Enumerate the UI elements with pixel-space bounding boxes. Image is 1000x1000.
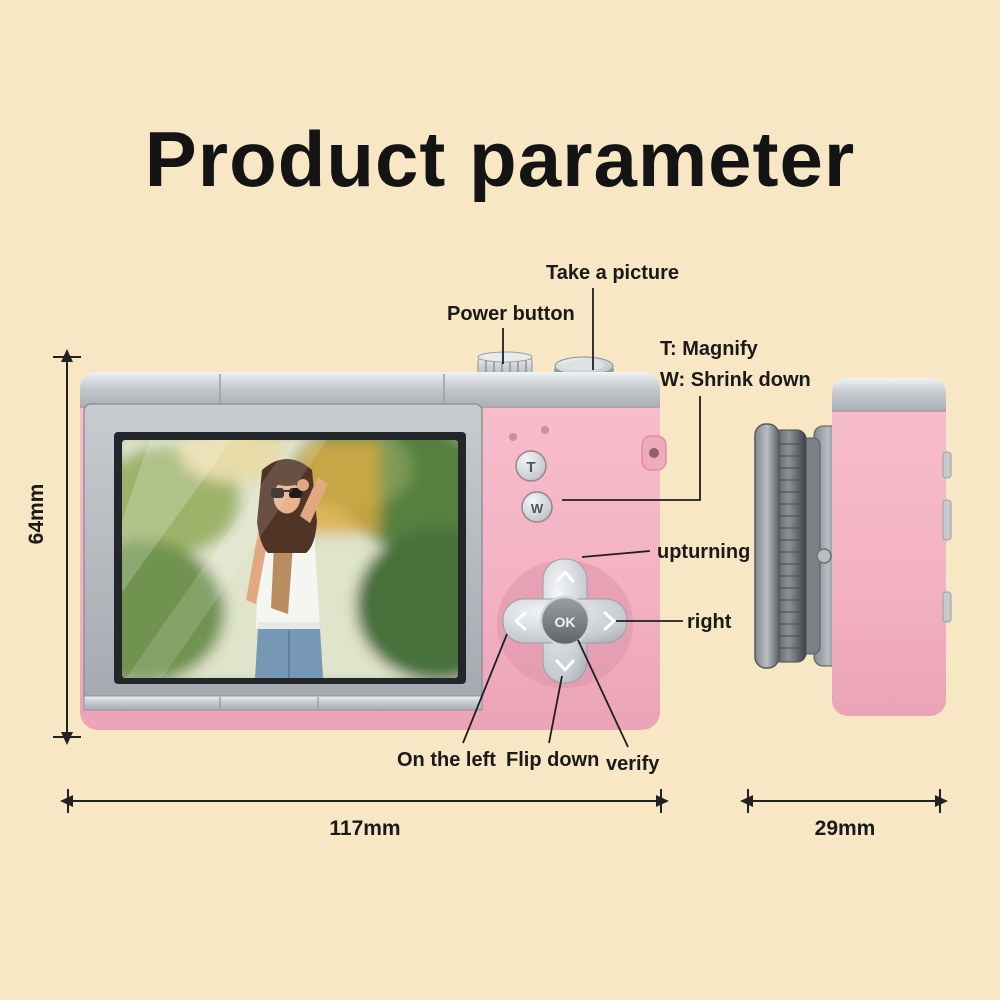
camera-side-view xyxy=(754,378,952,716)
line-zoom xyxy=(562,396,701,501)
side-body xyxy=(832,378,946,716)
dimension-height-label: 64mm xyxy=(25,483,48,545)
line-left xyxy=(462,633,508,744)
annotation-right: right xyxy=(687,611,732,633)
flip-screen xyxy=(83,403,483,711)
tele-button xyxy=(515,450,547,482)
ok-button xyxy=(539,595,591,647)
wide-button xyxy=(521,491,553,523)
top-plate xyxy=(80,372,660,408)
lcd-screen xyxy=(122,440,458,678)
wide-button-label: W xyxy=(531,501,544,516)
photo-person xyxy=(246,459,328,678)
left-arrow-icon xyxy=(514,611,527,631)
ok-button-label: OK xyxy=(555,614,576,630)
dimension-width-label: 117mm xyxy=(329,817,401,840)
mic-hole xyxy=(541,426,549,434)
tripod-screw xyxy=(816,548,832,564)
strap-lug xyxy=(641,435,667,471)
line-upturning xyxy=(581,550,651,558)
line-verify xyxy=(577,639,629,748)
side-buttons xyxy=(942,451,952,623)
annotation-up: upturning xyxy=(657,541,751,563)
tele-button-label: T xyxy=(526,459,535,476)
dpad: OK xyxy=(497,558,633,688)
annotation-power-button: Power button xyxy=(447,303,575,325)
annotation-down: Flip down xyxy=(506,749,600,771)
dimension-depth-label: 29mm xyxy=(814,817,876,840)
zoom-buttons: T W xyxy=(515,450,553,523)
side-top-plate xyxy=(832,378,946,412)
lens-barrel xyxy=(754,423,843,669)
right-arrow-icon xyxy=(603,611,616,631)
annotation-left: On the left xyxy=(397,749,496,771)
line-down xyxy=(548,675,563,744)
up-arrow-icon xyxy=(555,570,575,583)
dimension-lines xyxy=(53,349,948,813)
down-arrow-icon xyxy=(555,659,575,672)
screen-glare xyxy=(122,440,232,592)
annotation-zoom-in: T: Magnify xyxy=(660,338,758,360)
camera-back-view: T W OK xyxy=(80,351,667,730)
annotation-verify: verify xyxy=(606,753,660,775)
annotation-zoom-out: W: Shrink down xyxy=(660,369,811,391)
annotation-lines xyxy=(462,288,701,748)
page-title: Product parameter xyxy=(144,115,856,203)
annotation-take-picture: Take a picture xyxy=(546,262,680,284)
photo-background xyxy=(122,440,458,678)
mic-hole xyxy=(509,433,517,441)
